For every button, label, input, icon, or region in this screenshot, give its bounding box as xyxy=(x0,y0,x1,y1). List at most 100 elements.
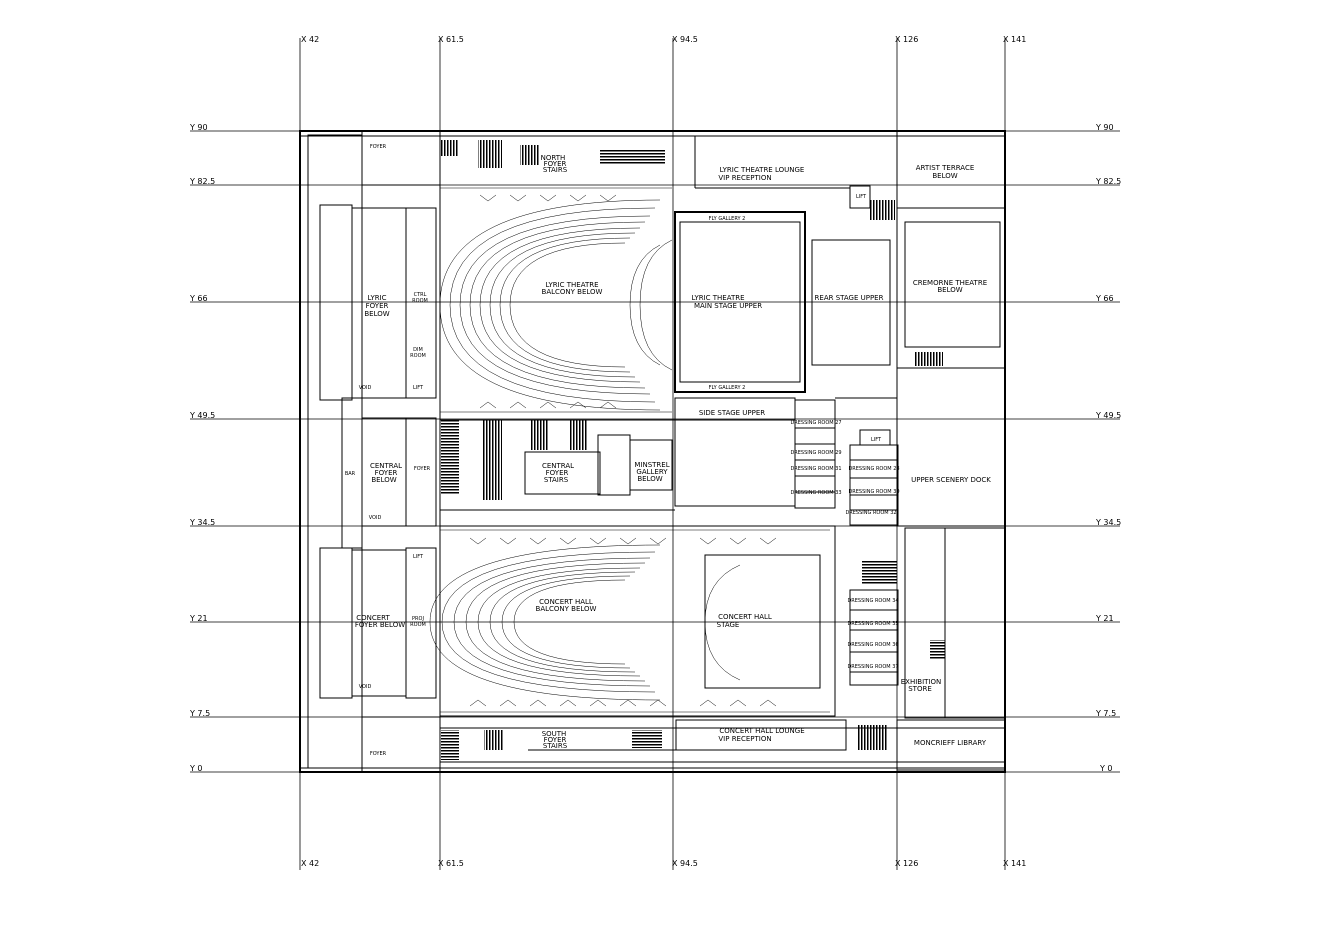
concert-foyer-label-1: CONCERT xyxy=(356,614,390,622)
rear-stage-label: REAR STAGE UPPER xyxy=(815,294,884,302)
grid-label-y49-right: Y 49.5 xyxy=(1095,411,1121,420)
central-foyer-label-2: FOYER xyxy=(375,469,398,477)
grid-label-y82-left: Y 82.5 xyxy=(189,177,215,186)
grid-label-x61-top: X 61.5 xyxy=(438,35,464,44)
exhibition-store-label-2: STORE xyxy=(908,685,932,693)
grid-label-x61-bottom: X 61.5 xyxy=(438,859,464,868)
grid-label-x141-top: X 141 xyxy=(1003,35,1026,44)
grid-labels: X 42 X 61.5 X 94.5 X 126 X 141 X 42 X 61… xyxy=(189,35,1121,868)
void-label-3: VOID xyxy=(359,684,372,690)
grid-label-y90-right: Y 90 xyxy=(1095,123,1114,132)
left-foyer-blocks xyxy=(319,184,440,718)
side-stage-label: SIDE STAGE UPPER xyxy=(699,409,765,417)
proj-room-label-2: ROOM xyxy=(410,622,426,628)
grid-label-x141-bottom: X 141 xyxy=(1003,859,1026,868)
lyric-balcony-label-2: BALCONY BELOW xyxy=(542,288,603,296)
stair-hatching xyxy=(441,140,945,760)
cremorne-label-1: CREMORNE THEATRE xyxy=(913,279,987,287)
upper-scenery-dock-label: UPPER SCENERY DOCK xyxy=(911,476,991,484)
south-foyer-label-1: SOUTH xyxy=(542,730,567,738)
lyric-foyer-label-1: LYRIC xyxy=(367,294,386,302)
grid-label-x94-bottom: X 94.5 xyxy=(672,859,698,868)
grid-label-x42-bottom: X 42 xyxy=(301,859,319,868)
central-foyer-stairs-label-1: CENTRAL xyxy=(542,462,574,470)
grid-label-x94-top: X 94.5 xyxy=(672,35,698,44)
central-foyer-label-1: CENTRAL xyxy=(370,462,402,470)
south-foyer-label-2: FOYER xyxy=(544,736,567,744)
proj-room-label-1: PROJ xyxy=(412,616,424,622)
grid-label-y82-right: Y 82.5 xyxy=(1095,177,1121,186)
void-label-2: VOID xyxy=(369,515,382,521)
central-foyer-stairs-label-2: FOYER xyxy=(546,469,569,477)
grid-label-y66-right: Y 66 xyxy=(1095,294,1114,303)
dressing-room-29-label: DRESSING ROOM 29 xyxy=(790,450,841,456)
cremorne-label-2: BELOW xyxy=(937,286,962,294)
lyric-main-stage-label-1: LYRIC THEATRE xyxy=(691,294,744,302)
dressing-room-28-label: DRESSING ROOM 28 xyxy=(848,466,899,472)
south-foyer-label-3: STAIRS xyxy=(543,742,568,750)
room-labels: LYRIC THEATRE LOUNGE VIP RECEPTION ARTIS… xyxy=(345,144,991,757)
ctrl-room-label-2: ROOM xyxy=(412,298,428,304)
foyer-top-label: FOYER xyxy=(370,144,387,150)
foyer-mid-label: FOYER xyxy=(414,466,431,472)
ctrl-room-label-1: CTRL xyxy=(414,292,427,298)
minstrel-label-2: GALLERY xyxy=(636,468,668,476)
grid-label-y0-right: Y 0 xyxy=(1099,764,1113,773)
north-foyer-label-3: STAIRS xyxy=(543,166,568,174)
grid-label-y34-left: Y 34.5 xyxy=(189,518,215,527)
grid-label-y21-left: Y 21 xyxy=(189,614,208,623)
dressing-room-35-label: DRESSING ROOM 35 xyxy=(847,621,898,627)
foyer-bottom-label: FOYER xyxy=(370,751,387,757)
north-foyer-label-1: NORTH xyxy=(541,154,566,162)
dressing-rooms-cluster xyxy=(794,399,1006,719)
lyric-foyer-label-3: BELOW xyxy=(364,310,389,318)
moncrieff-label: MONCRIEFF LIBRARY xyxy=(914,739,987,747)
lift-mid-label: LIFT xyxy=(871,437,882,443)
grid-label-y21-right: Y 21 xyxy=(1095,614,1114,623)
dressing-room-31-label: DRESSING ROOM 31 xyxy=(790,466,841,472)
dressing-room-36-label: DRESSING ROOM 36 xyxy=(847,642,898,648)
y-grid-lines xyxy=(190,130,1120,773)
concert-lounge-label-1: CONCERT HALL LOUNGE xyxy=(719,727,804,735)
concert-lounge-label-2: VIP RECEPTION xyxy=(718,735,771,743)
concert-aisle-chevrons xyxy=(469,194,777,707)
north-foyer-label-2: FOYER xyxy=(544,160,567,168)
dressing-room-27-label: DRESSING ROOM 27 xyxy=(790,420,841,426)
grid-label-y34-right: Y 34.5 xyxy=(1095,518,1121,527)
concert-stage-label-2: STAGE xyxy=(717,621,740,629)
lyric-lounge-label-2: VIP RECEPTION xyxy=(718,174,771,182)
minstrel-label-1: MINSTREL xyxy=(634,461,669,469)
minstrel-label-3: BELOW xyxy=(637,475,662,483)
grid-label-y66-left: Y 66 xyxy=(189,294,208,303)
grid-label-y7-left: Y 7.5 xyxy=(189,709,210,718)
dressing-room-32-label: DRESSING ROOM 32 xyxy=(845,510,896,516)
concert-foyer-label-2: FOYER BELOW xyxy=(355,621,405,629)
grid-label-y7-right: Y 7.5 xyxy=(1095,709,1116,718)
dressing-room-33-label: DRESSING ROOM 33 xyxy=(790,490,841,496)
central-foyer-stairs-label-3: STAIRS xyxy=(544,476,569,484)
lyric-theatre-seating xyxy=(439,187,673,413)
dressing-room-37-label: DRESSING ROOM 37 xyxy=(847,664,898,670)
artist-terrace-label-1: ARTIST TERRACE xyxy=(916,164,975,172)
grid-label-x126-bottom: X 126 xyxy=(895,859,918,868)
artist-terrace-label-2: BELOW xyxy=(932,172,957,180)
bottom-lounge-block xyxy=(440,719,1006,771)
grid-label-y0-left: Y 0 xyxy=(189,764,203,773)
lift-left-label: LIFT xyxy=(413,385,424,391)
lyric-main-stage-label-2: MAIN STAGE UPPER xyxy=(694,302,762,310)
lyric-foyer-label-2: FOYER xyxy=(366,302,389,310)
central-foyer-block xyxy=(440,419,675,511)
concert-stage-label-1: CONCERT HALL xyxy=(718,613,772,621)
grid-label-x42-top: X 42 xyxy=(301,35,319,44)
dressing-room-30-label: DRESSING ROOM 30 xyxy=(848,489,899,495)
fly-gallery-top-label: FLY GALLERY 2 xyxy=(709,216,746,222)
dressing-room-34-label: DRESSING ROOM 34 xyxy=(847,598,898,604)
dim-room-label-2: ROOM xyxy=(410,353,426,359)
lyric-lounge-label-1: LYRIC THEATRE LOUNGE xyxy=(720,166,805,174)
central-foyer-label-3: BELOW xyxy=(371,476,396,484)
lyric-balcony-label-1: LYRIC THEATRE xyxy=(545,281,598,289)
lift-top-label: LIFT xyxy=(856,194,867,200)
void-label-1: VOID xyxy=(359,385,372,391)
exhibition-store-label-1: EXHIBITION xyxy=(901,678,942,686)
